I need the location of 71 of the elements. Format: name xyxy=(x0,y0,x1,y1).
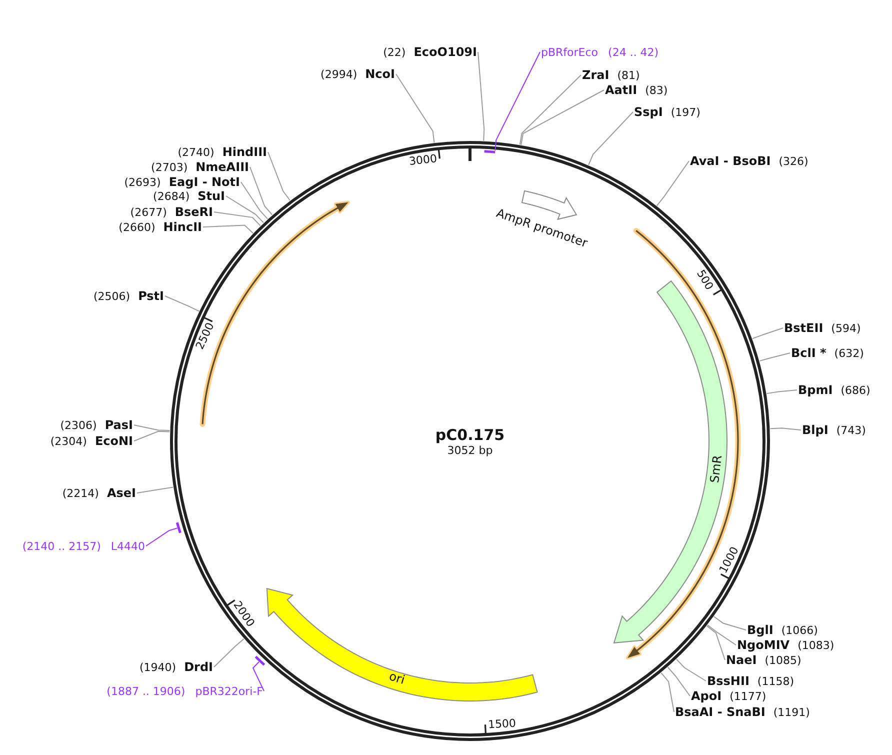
leader-line xyxy=(706,625,726,660)
leader-line xyxy=(250,166,273,216)
site-label: (2306) PasI xyxy=(60,416,133,434)
leader-line xyxy=(164,296,200,312)
leader-line xyxy=(136,486,174,494)
leader-line xyxy=(146,528,178,546)
leader-line xyxy=(656,160,690,206)
leader-line xyxy=(520,90,604,146)
site-label: AvaI - BsoBI (326) xyxy=(690,152,808,170)
site-label: (1940) DrdI xyxy=(139,658,213,676)
site-label: SspI (197) xyxy=(634,103,700,121)
primer-mark xyxy=(254,655,266,667)
feature-label: SmR xyxy=(708,454,725,484)
leader-line xyxy=(226,196,264,224)
site-label: (2994) NcoI xyxy=(320,65,395,83)
site-label: (2214) AseI xyxy=(62,484,136,502)
site-label: ApoI (1177) xyxy=(691,687,766,705)
site-label: (2740) HindIII xyxy=(178,143,267,161)
leader-line xyxy=(752,328,784,340)
leader-line xyxy=(214,638,244,668)
leader-line xyxy=(252,661,264,692)
leader-line xyxy=(134,424,170,431)
site-label: BpmI (686) xyxy=(798,381,870,399)
site-label: NgoMIV (1083) xyxy=(737,636,834,654)
site-label: (2693) EagI - NotI xyxy=(124,173,240,191)
primer-label: (2140 .. 2157) L4440 xyxy=(22,537,145,555)
leader-line xyxy=(707,624,736,646)
tick-label: 1500 xyxy=(487,717,516,732)
site-label: AatII (83) xyxy=(605,81,668,99)
leader-line xyxy=(214,212,261,226)
site-label: (2660) HincII xyxy=(118,218,202,236)
leader-line xyxy=(478,52,485,142)
site-label: (2677) BseRI xyxy=(130,203,213,221)
leader-line xyxy=(134,430,170,442)
leader-line xyxy=(770,428,802,430)
plasmid-name: pC0.175 xyxy=(435,427,505,443)
site-label: BsaAI - SnaBI (1191) xyxy=(675,703,810,721)
site-label: BssHII (1158) xyxy=(707,672,794,690)
tick-label: 2500 xyxy=(193,320,217,352)
leader-line xyxy=(588,112,634,166)
tick-label: 3000 xyxy=(408,152,438,168)
sequence-feature xyxy=(265,587,539,703)
leader-line xyxy=(713,616,746,630)
leader-line xyxy=(676,658,706,682)
leader-line xyxy=(240,182,268,220)
site-label: BglI (1066) xyxy=(747,621,818,639)
site-label: NaeI (1085) xyxy=(726,651,802,669)
leader-line xyxy=(396,74,435,144)
leader-line xyxy=(759,352,790,362)
sequence-length: 3052 bp xyxy=(447,444,493,459)
primer-label: (1887 .. 1906) pBR322ori-F xyxy=(106,682,263,700)
primer-mark xyxy=(482,149,497,154)
site-label: BstEII (594) xyxy=(784,319,861,337)
leader-line xyxy=(268,152,290,201)
feature-label: ori xyxy=(388,669,407,688)
leader-line xyxy=(519,74,582,146)
site-label: (22) EcoO109I xyxy=(383,43,477,61)
tick-label: 1000 xyxy=(716,544,742,576)
site-label: ZraI (81) xyxy=(582,66,640,84)
site-label: BclI * (632) xyxy=(791,344,864,362)
primer-label: pBRforEco (24 .. 42) xyxy=(541,43,659,61)
site-label: (2506) PstI xyxy=(93,287,164,305)
site-label: (2304) EcoNI xyxy=(50,432,133,450)
leader-line xyxy=(494,52,540,152)
leader-line xyxy=(667,666,690,696)
primer-mark xyxy=(175,521,182,535)
leader-line xyxy=(766,390,798,394)
leader-line xyxy=(660,672,674,712)
site-label: (2703) NmeAIII xyxy=(151,158,249,176)
site-label: BlpI (743) xyxy=(802,421,866,439)
leader-line xyxy=(202,224,254,234)
